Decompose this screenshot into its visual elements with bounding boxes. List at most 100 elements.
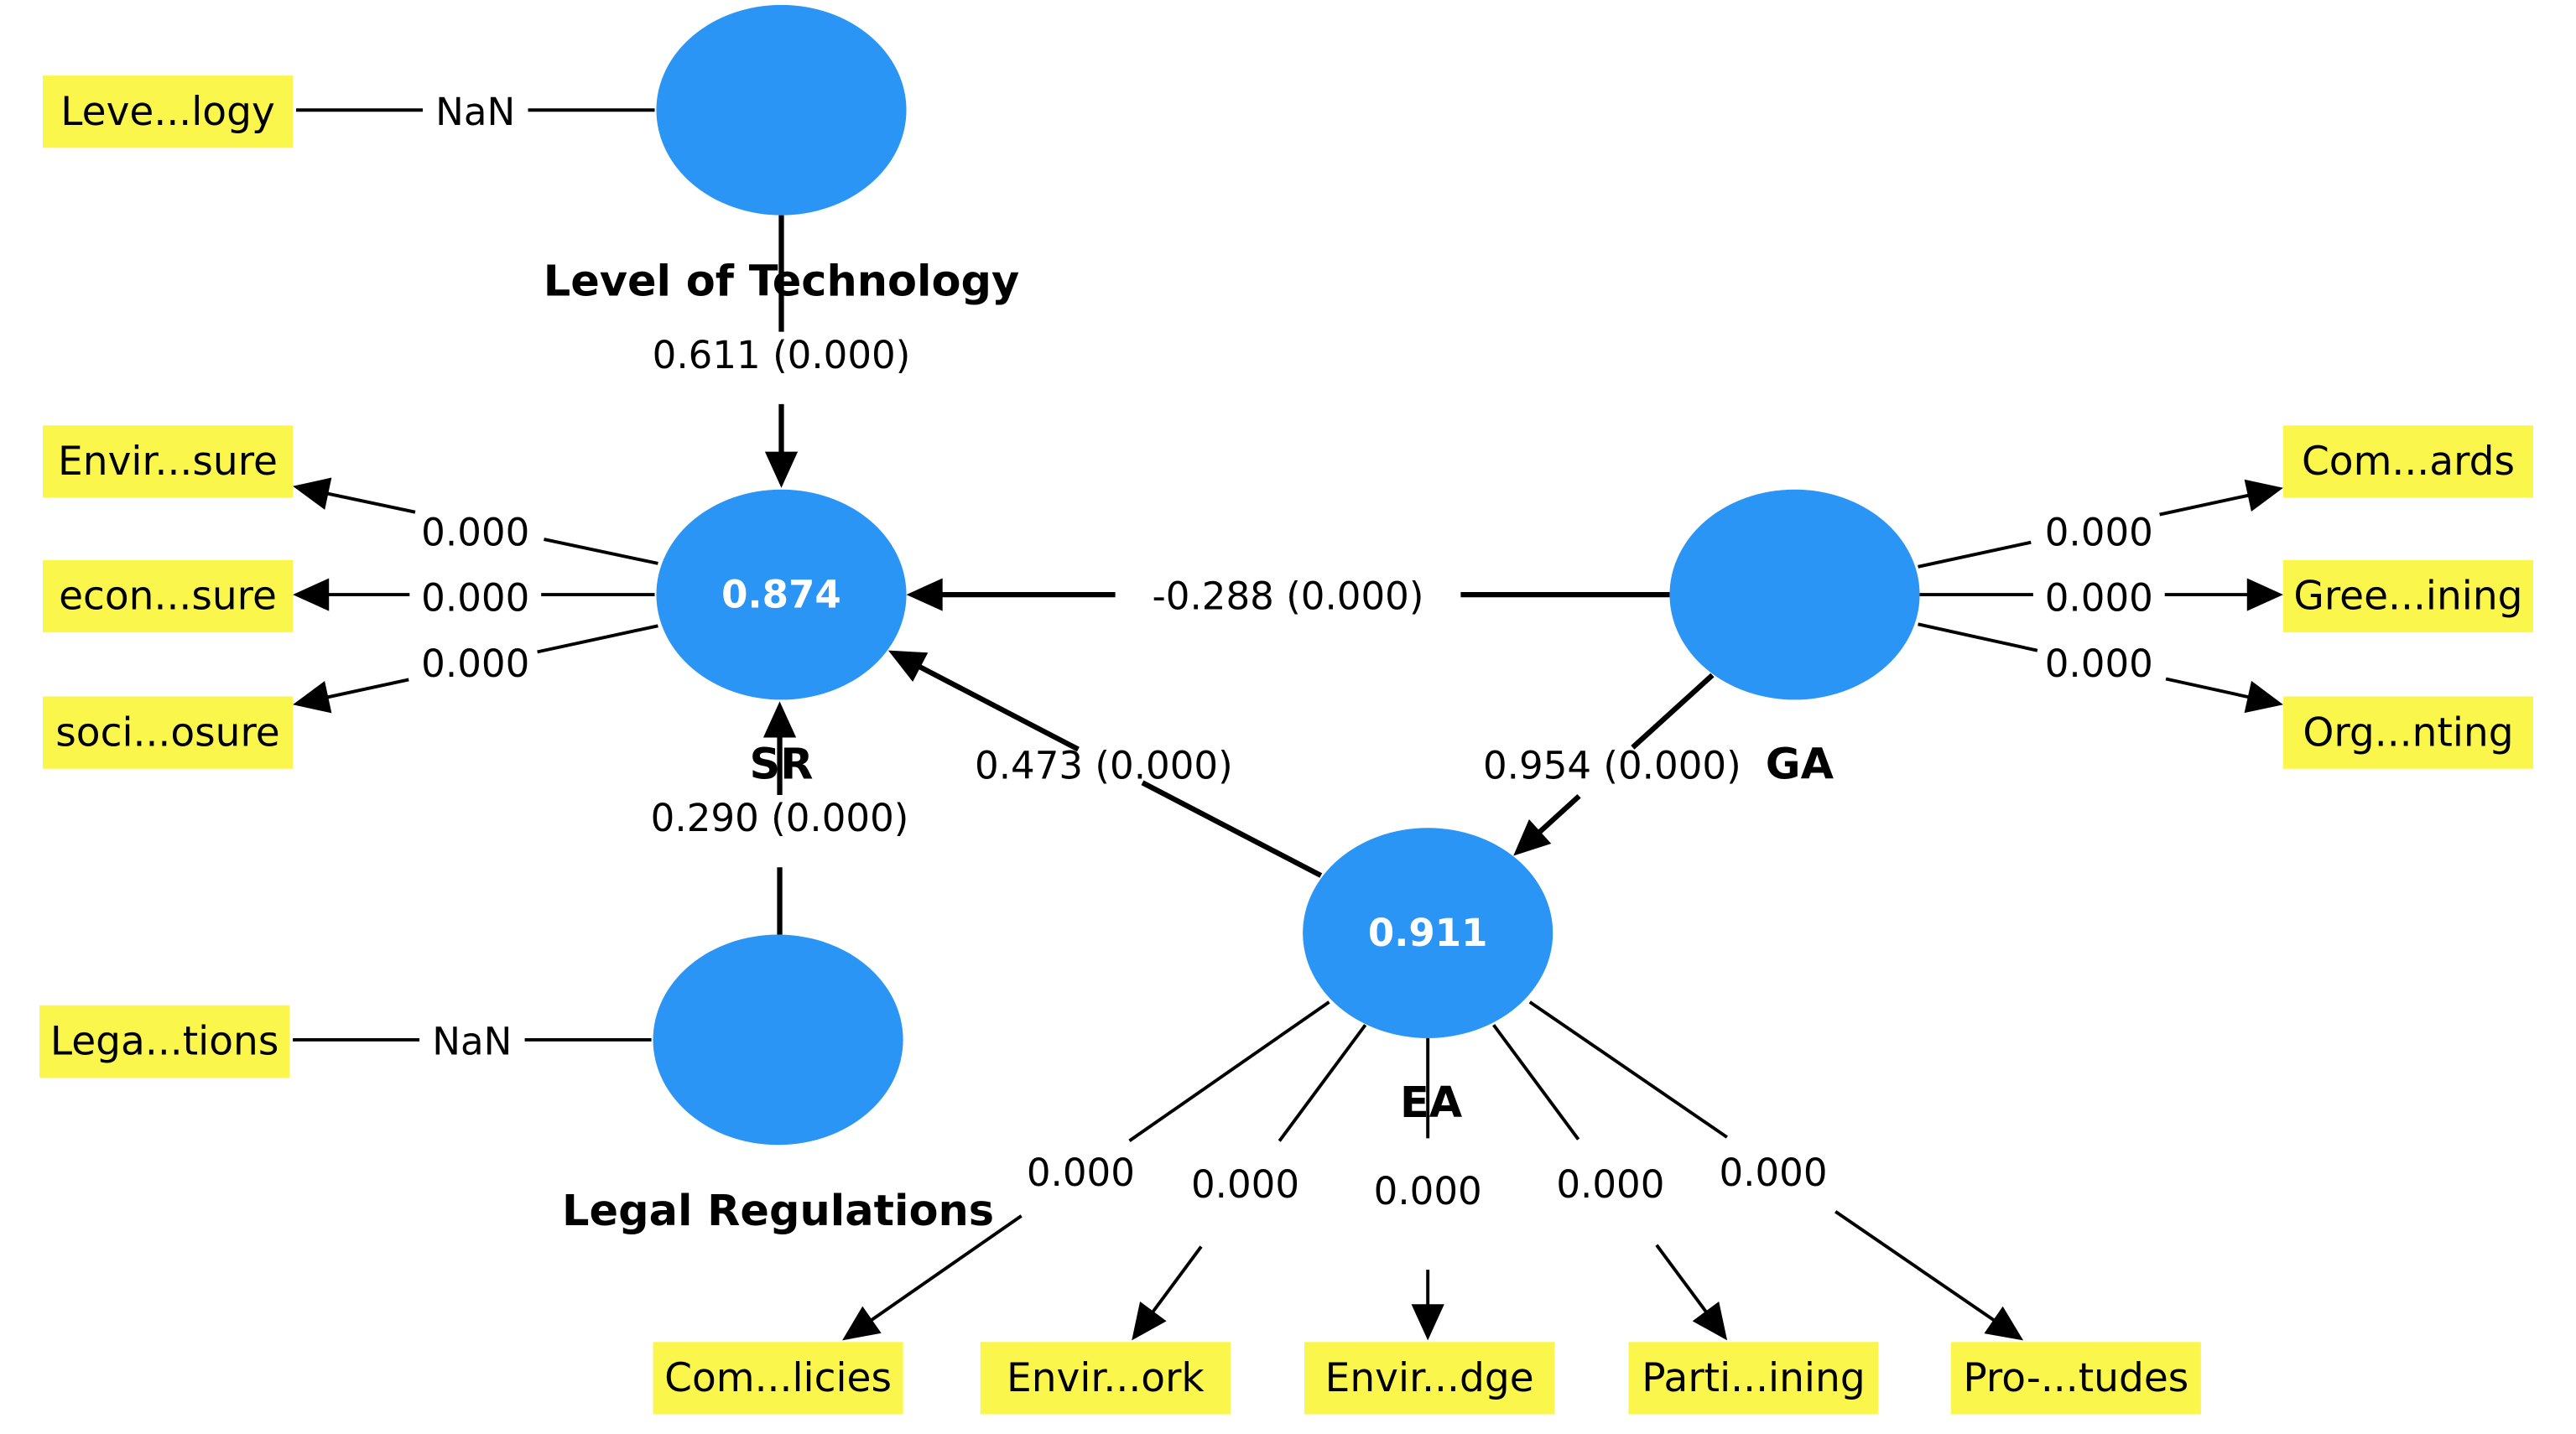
arrowhead-icon bbox=[1132, 1302, 1167, 1341]
indicator-rect bbox=[42, 559, 294, 633]
indicator-box[interactable]: Leve...logy bbox=[42, 75, 294, 148]
latent-variable-ga[interactable] bbox=[1669, 489, 1920, 700]
arrowhead-icon bbox=[887, 650, 929, 682]
loading-edge-i_ga3-segment bbox=[1918, 622, 2038, 652]
path-ga-to-ea bbox=[1513, 673, 1715, 856]
indicator-rect bbox=[1304, 1342, 1555, 1415]
path-coefficient-label: 0.290 (0.000) bbox=[651, 796, 909, 840]
loading-label: NaN bbox=[435, 90, 515, 134]
path-coefficient-label: -0.288 (0.000) bbox=[1153, 574, 1424, 619]
latent-ellipse bbox=[1303, 828, 1553, 1038]
loading-label: 0.000 bbox=[1027, 1151, 1135, 1195]
loading-edge-i_sr3 bbox=[293, 624, 658, 714]
indicator-box[interactable]: Com...ards bbox=[2282, 425, 2534, 498]
indicator-box[interactable]: Com...licies bbox=[653, 1342, 903, 1415]
arrowhead-icon bbox=[293, 681, 332, 714]
loading-edge-i_sr1-segment bbox=[544, 538, 658, 565]
loading-edge-i_ga3 bbox=[1918, 622, 2283, 714]
indicator-rect bbox=[2282, 696, 2534, 769]
loading-label: 0.000 bbox=[1719, 1151, 1827, 1195]
arrowhead-icon bbox=[1692, 1302, 1728, 1341]
indicator-label: Parti...ining bbox=[1642, 1355, 1865, 1401]
path-ga-to-ea-segment bbox=[1536, 794, 1581, 836]
loading-edge-i_ea3 bbox=[1411, 1037, 1444, 1341]
indicator-rect bbox=[1950, 1342, 2201, 1415]
arrowhead-icon bbox=[293, 578, 330, 611]
latent-variable-lt[interactable] bbox=[656, 4, 907, 216]
indicator-label: Pro-...tudes bbox=[1963, 1355, 2188, 1401]
path-lr-to-sr bbox=[762, 701, 797, 935]
loading-edge-i_sr1 bbox=[293, 477, 658, 565]
path-ga-to-ea-segment bbox=[1631, 673, 1715, 750]
path-ga-to-sr bbox=[906, 578, 1670, 611]
indicator-rect bbox=[42, 75, 294, 148]
latent-ellipse bbox=[1669, 489, 1920, 700]
loading-edge-i_ga2 bbox=[1919, 578, 2283, 611]
indicator-box[interactable]: Parti...ining bbox=[1628, 1342, 1879, 1415]
loading-edge-i_ga3-segment bbox=[2165, 677, 2252, 699]
path-ea-to-sr-segment bbox=[1141, 780, 1323, 878]
loading-label: 0.000 bbox=[1374, 1169, 1482, 1213]
indicator-rect bbox=[2282, 425, 2534, 498]
loading-edge-i_ga1-segment bbox=[1918, 540, 2032, 569]
loading-edge-i_ga1 bbox=[1918, 479, 2283, 569]
indicator-box[interactable]: Envir...sure bbox=[42, 425, 294, 498]
indicator-label: Com...licies bbox=[664, 1355, 892, 1401]
loading-edge-i_ea2-segment bbox=[1278, 1024, 1367, 1142]
path-coefficient-label: 0.473 (0.000) bbox=[975, 743, 1233, 787]
r-squared-value: 0.911 bbox=[1368, 911, 1488, 955]
arrowhead-icon bbox=[762, 701, 797, 738]
indicator-box[interactable]: Lega...tions bbox=[39, 1005, 290, 1078]
latent-variable-name: EA bbox=[1400, 1078, 1463, 1128]
indicator-label: econ...sure bbox=[59, 574, 277, 620]
arrowhead-icon bbox=[2244, 680, 2283, 714]
indicator-label: soci...osure bbox=[55, 709, 279, 756]
loading-edge-i_ea2-segment bbox=[1149, 1245, 1203, 1316]
indicator-rect bbox=[980, 1342, 1231, 1415]
indicator-box[interactable]: Envir...ork bbox=[980, 1342, 1231, 1415]
indicator-label: Leve...logy bbox=[60, 89, 275, 135]
indicator-box[interactable]: soci...osure bbox=[42, 696, 294, 769]
indicator-box[interactable]: econ...sure bbox=[42, 559, 294, 633]
latent-variable-name: Legal Regulations bbox=[562, 1187, 994, 1236]
loading-edge-i_sr3-segment bbox=[324, 678, 409, 699]
arrowhead-icon bbox=[1411, 1304, 1444, 1341]
loading-edge-i_sr2 bbox=[293, 578, 655, 611]
latent-variable-sr[interactable]: 0.874 bbox=[656, 489, 907, 700]
arrowhead-icon bbox=[906, 578, 943, 611]
indicator-label: Com...ards bbox=[2302, 439, 2515, 485]
loading-edge-i_ea5-segment bbox=[1834, 1210, 1997, 1323]
arrowhead-icon bbox=[1984, 1306, 2024, 1341]
edges-layer bbox=[293, 108, 2283, 1341]
loading-label: 0.000 bbox=[2045, 510, 2153, 554]
loading-label: 0.000 bbox=[1556, 1162, 1664, 1207]
loading-edge-i_sr1-segment bbox=[325, 491, 416, 514]
loading-edge-i_ea1 bbox=[842, 1000, 1330, 1341]
loading-edge-i_ea4 bbox=[1492, 1024, 1728, 1341]
indicator-box[interactable]: Pro-...tudes bbox=[1950, 1342, 2201, 1415]
arrowhead-icon bbox=[1513, 819, 1552, 856]
indicator-rect bbox=[42, 425, 294, 498]
loading-label: NaN bbox=[432, 1020, 512, 1064]
indicator-rect bbox=[653, 1342, 903, 1415]
indicator-box[interactable]: Org...nting bbox=[2282, 696, 2534, 769]
latent-ellipse bbox=[656, 489, 907, 700]
arrowhead-icon bbox=[293, 477, 332, 510]
latent-ellipse bbox=[653, 934, 903, 1146]
latent-variable-name: Level of Technology bbox=[544, 257, 1020, 307]
indicator-box[interactable]: Gree...ining bbox=[2282, 559, 2534, 633]
indicator-label: Envir...dge bbox=[1325, 1355, 1534, 1401]
latent-variable-name: GA bbox=[1766, 740, 1834, 789]
indicator-box[interactable]: Envir...dge bbox=[1304, 1342, 1555, 1415]
latent-variable-lr[interactable] bbox=[653, 934, 903, 1146]
latent-variable-ea[interactable]: 0.911 bbox=[1303, 828, 1553, 1038]
indicator-label: Envir...sure bbox=[58, 439, 278, 485]
loading-edge-i_ea1-segment bbox=[1128, 1000, 1330, 1142]
indicator-rect bbox=[2282, 559, 2534, 633]
loading-label: 0.000 bbox=[2045, 576, 2153, 621]
path-lt-to-sr bbox=[764, 215, 799, 488]
loading-edge-i_ea5-segment bbox=[1528, 1000, 1728, 1139]
loading-edge-i_ea4-segment bbox=[1492, 1024, 1580, 1140]
loading-edge-i_sr3-segment bbox=[537, 624, 658, 654]
